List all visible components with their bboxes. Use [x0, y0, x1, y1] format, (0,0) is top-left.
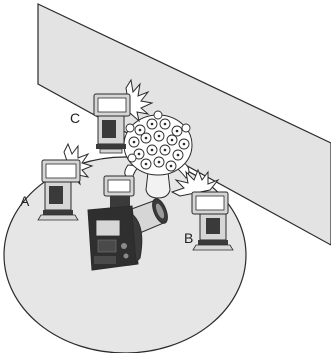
- label-a: A: [20, 193, 30, 209]
- label-b: B: [184, 230, 193, 246]
- label-c: C: [70, 110, 80, 126]
- vase: [146, 172, 170, 198]
